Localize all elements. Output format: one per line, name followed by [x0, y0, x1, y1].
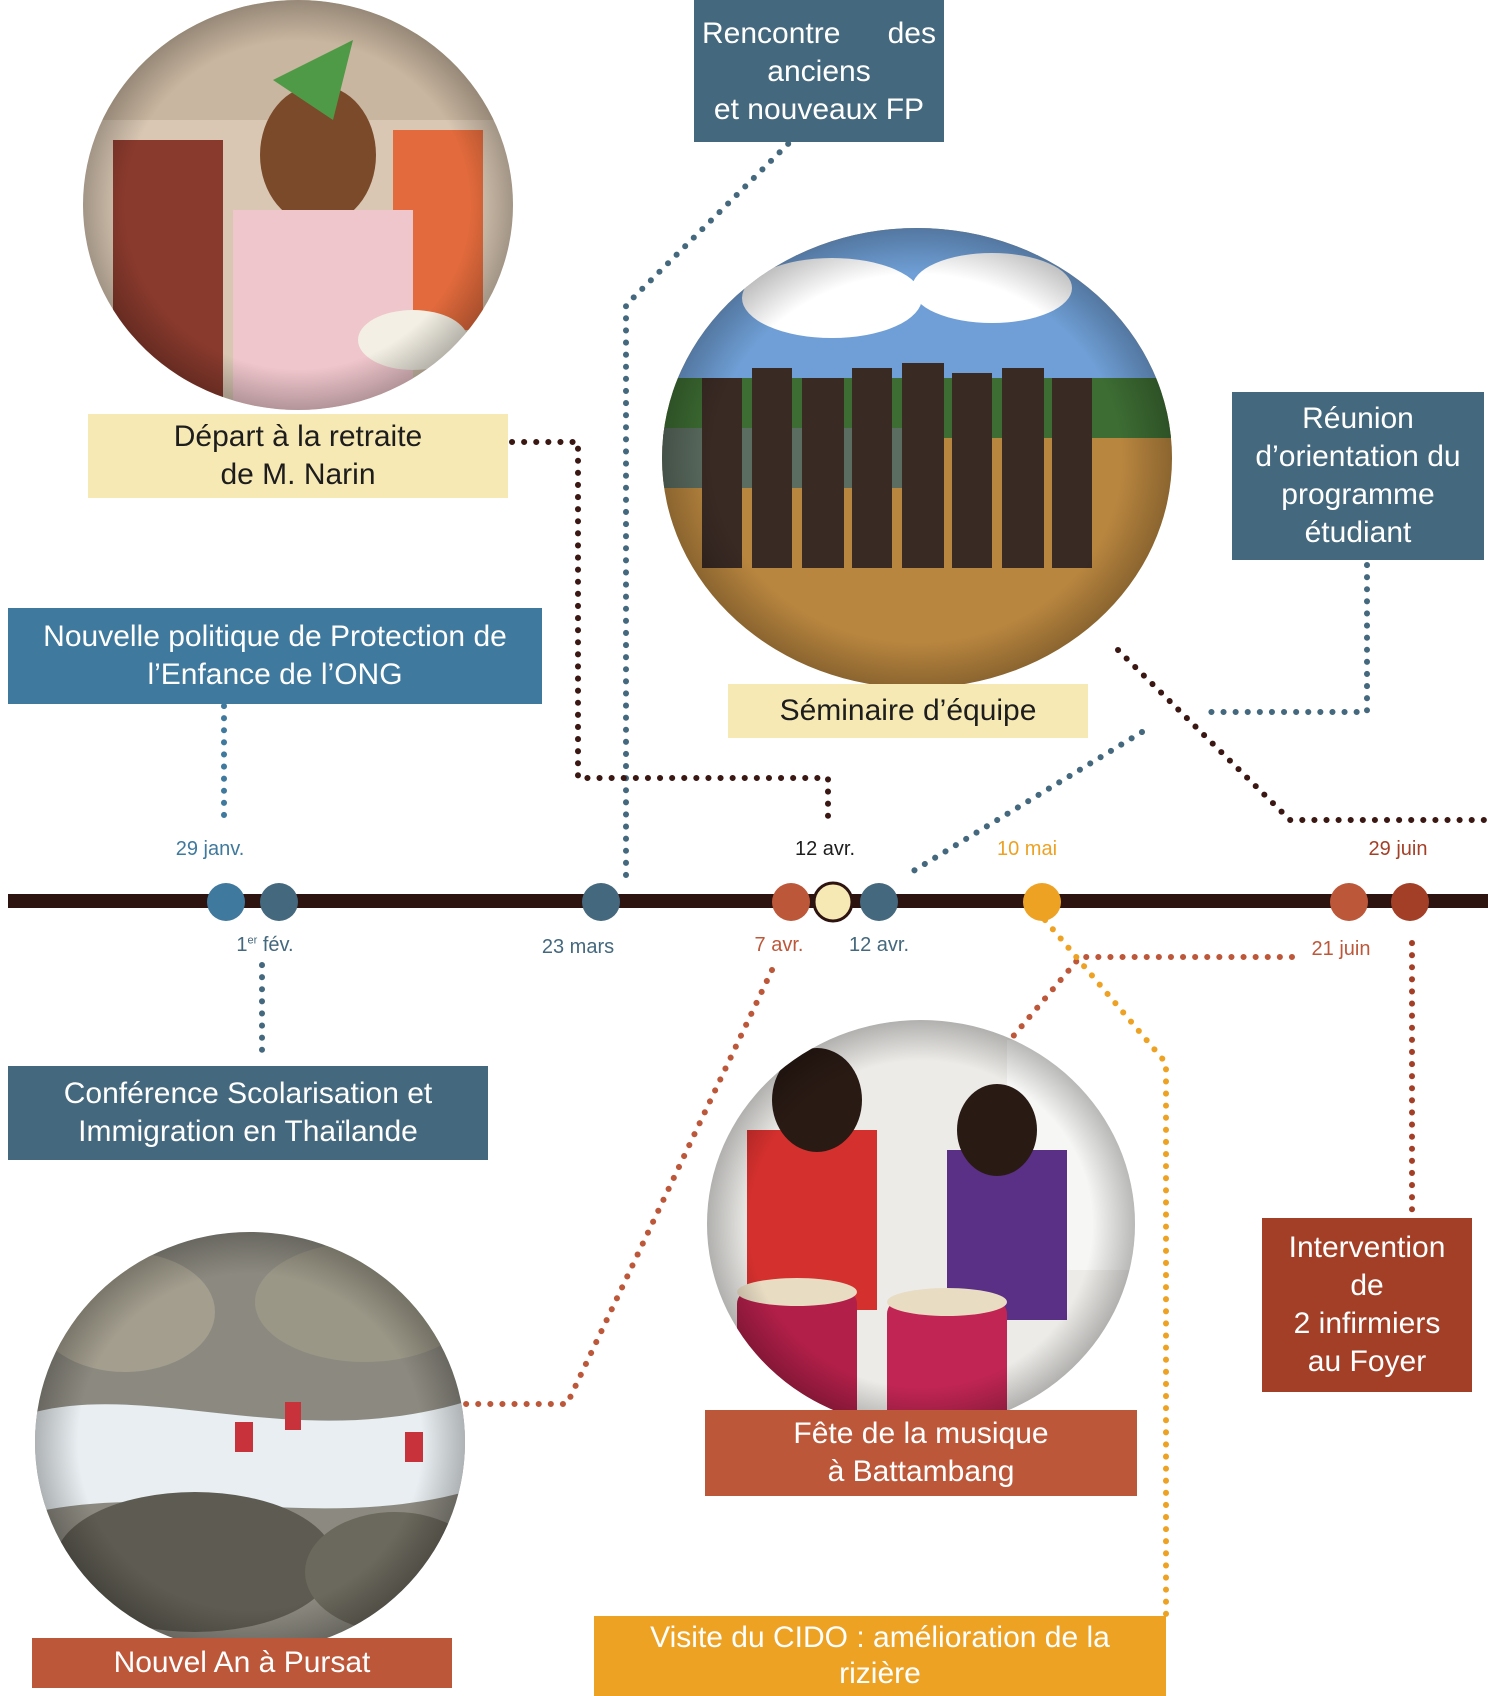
event-reunion-orientation: Réunion d’orientation du programme étudi… [1232, 392, 1484, 560]
event-intervention-line-1: Intervention [1288, 1231, 1446, 1264]
dot-feb1 [260, 883, 298, 921]
event-depart-line-2: de M. Narin [220, 458, 376, 491]
date-apr7: 7 avr. [754, 934, 804, 956]
date-feb1-month: fév. [257, 934, 294, 956]
date-apr12-top: 12 avr. [794, 838, 856, 860]
event-visite-cido: Visite du CIDO : amélioration de la rizi… [594, 1616, 1166, 1696]
event-fete-line-2: à Battambang [827, 1455, 1015, 1488]
event-politique-line-2: l’Enfance de l’ONG [147, 658, 403, 691]
event-depart-line-1: Départ à la retraite [173, 420, 423, 453]
date-feb1-sup: er [247, 934, 258, 947]
date-jun21: 21 juin [1311, 938, 1371, 960]
dot-jan29 [207, 883, 245, 921]
dot-jun21 [1330, 883, 1368, 921]
date-jan29: 29 janv. [175, 838, 245, 860]
dot-apr7 [772, 883, 810, 921]
event-rencontre-line-3: et nouveaux FP [713, 93, 925, 126]
event-fete-line-1: Fête de la musique [793, 1417, 1049, 1450]
event-politique-line-1: Nouvelle politique de Protection de [43, 620, 507, 653]
date-may10: 10 mai [996, 838, 1058, 860]
connector-depart [509, 439, 831, 825]
retirement-party-photo [83, 0, 513, 410]
event-intervention-line-4: au Foyer [1307, 1345, 1427, 1378]
event-intervention-infirmiers: Intervention de 2 infirmiers au Foyer [1262, 1218, 1472, 1392]
date-feb1-day: 1 [236, 934, 248, 956]
date-mar23: 23 mars [541, 936, 615, 958]
event-nouvel-an-pursat: Nouvel An à Pursat [32, 1638, 452, 1688]
event-intervention-line-2: de [1350, 1269, 1384, 1302]
event-conference-line-2: Immigration en Thaïlande [78, 1115, 418, 1148]
event-reunion-line-2: d’orientation du [1255, 440, 1461, 473]
connector-reunion [1199, 562, 1370, 715]
event-depart-retraite: Départ à la retraite de M. Narin [88, 414, 508, 498]
dot-jun29 [1391, 883, 1429, 921]
event-nouvel-an-line-1: Nouvel An à Pursat [113, 1646, 371, 1679]
event-conference-scolarisation: Conférence Scolarisation et Immigration … [8, 1066, 488, 1160]
event-rencontre-line-1: Rencontre des [702, 17, 936, 50]
connector-nouvel-an [463, 967, 775, 1407]
event-intervention-line-3: 2 infirmiers [1293, 1307, 1441, 1340]
event-rencontre-line-2: anciens [767, 55, 871, 88]
team-seminar-group-photo [662, 228, 1172, 688]
date-jun29: 29 juin [1368, 838, 1428, 860]
event-cido-line-1: Visite du CIDO : amélioration de la [650, 1621, 1110, 1654]
new-year-waterfall-photo [35, 1232, 465, 1652]
event-reunion-line-3: programme [1281, 478, 1435, 511]
dot-mar23 [582, 883, 620, 921]
dot-may10 [1023, 883, 1061, 921]
connector-seminaire-dark [1115, 647, 1488, 823]
date-apr12-bottom: 12 avr. [848, 934, 910, 956]
connector-fete [1007, 954, 1295, 1043]
event-cido-line-2: rizière [839, 1657, 921, 1690]
connector-rencontre [623, 139, 793, 878]
dot-apr12-blue [860, 883, 898, 921]
music-festival-drums-photo [707, 1020, 1135, 1428]
event-reunion-line-1: Réunion [1302, 402, 1414, 435]
event-politique-protection-enfance: Nouvelle politique de Protection de l’En… [8, 608, 542, 704]
date-feb1: 1er fév. [236, 934, 293, 957]
event-seminaire-equipe: Séminaire d’équipe [728, 684, 1088, 738]
connector-cido [1042, 917, 1169, 1628]
dot-apr12-cream [812, 881, 854, 923]
event-fete-musique: Fête de la musique à Battambang [705, 1410, 1137, 1496]
event-rencontre-anciens-fp: Rencontre des anciens et nouveaux FP [694, 0, 944, 142]
connector-seminaire-blue [907, 729, 1145, 876]
timeline-bar [8, 894, 1488, 908]
event-seminaire-line-1: Séminaire d’équipe [779, 694, 1037, 727]
event-conference-line-1: Conférence Scolarisation et [63, 1077, 433, 1110]
event-reunion-line-4: étudiant [1304, 516, 1412, 549]
